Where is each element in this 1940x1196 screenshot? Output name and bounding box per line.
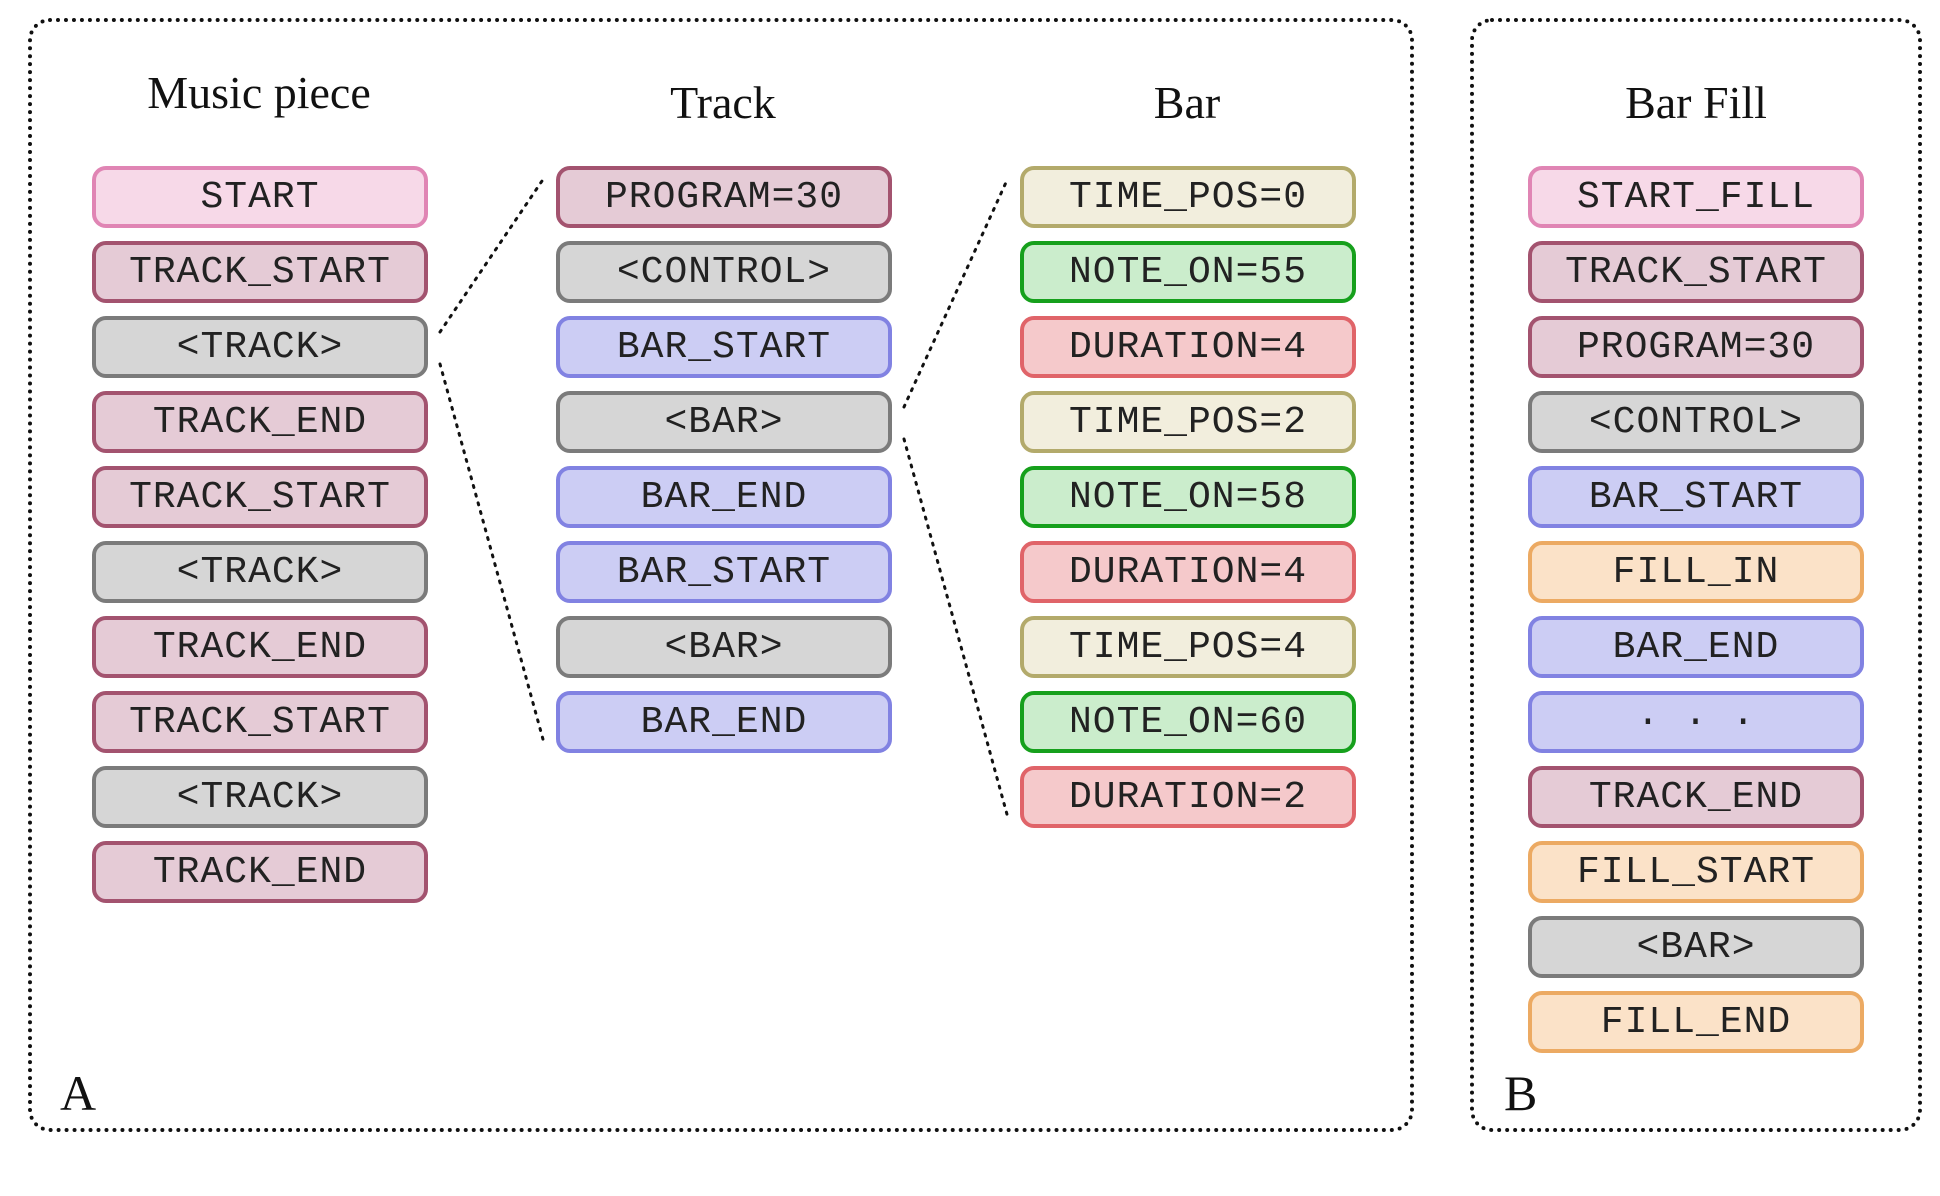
music-piece-token: TRACK_START	[92, 691, 428, 753]
bar-token: DURATION=2	[1020, 766, 1356, 828]
bar-fill-token: START_FILL	[1528, 166, 1864, 228]
bar-token: TIME_POS=2	[1020, 391, 1356, 453]
bar-fill-token: · · ·	[1528, 691, 1864, 753]
track-token: PROGRAM=30	[556, 166, 892, 228]
track-title: Track	[670, 77, 776, 128]
music-piece-title: Music piece	[147, 67, 371, 118]
bar-fill-token: PROGRAM=30	[1528, 316, 1864, 378]
music-piece-token: <TRACK>	[92, 766, 428, 828]
bar-fill-token: TRACK_START	[1528, 241, 1864, 303]
bar-fill-token: <BAR>	[1528, 916, 1864, 978]
bar-token: NOTE_ON=58	[1020, 466, 1356, 528]
bar-token: DURATION=4	[1020, 541, 1356, 603]
panel-b-letter: B	[1504, 1065, 1538, 1121]
connector-line-1-bottom	[902, 437, 1010, 820]
panel-a-letter: A	[60, 1065, 97, 1121]
panel-b	[1470, 18, 1922, 1132]
music-piece-token: TRACK_END	[92, 616, 428, 678]
bar-title: Bar	[1153, 77, 1221, 128]
connector-line-1-top	[902, 176, 1010, 409]
bar-fill-token: BAR_START	[1528, 466, 1864, 528]
music-piece-token: TRACK_END	[92, 841, 428, 903]
bar-fill-title: Bar Fill	[1625, 77, 1767, 128]
bar-token: DURATION=4	[1020, 316, 1356, 378]
track-token: <CONTROL>	[556, 241, 892, 303]
music-piece-token: <TRACK>	[92, 316, 428, 378]
music-piece-token: TRACK_START	[92, 241, 428, 303]
music-piece-token: <TRACK>	[92, 541, 428, 603]
music-piece-token: START	[92, 166, 428, 228]
track-token: <BAR>	[556, 391, 892, 453]
bar-fill-token: FILL_END	[1528, 991, 1864, 1053]
track-token: BAR_START	[556, 316, 892, 378]
track-token: BAR_END	[556, 691, 892, 753]
bar-token: TIME_POS=4	[1020, 616, 1356, 678]
panel-a	[28, 18, 1414, 1132]
connector-line-0-top	[438, 176, 546, 334]
music-piece-token: TRACK_START	[92, 466, 428, 528]
music-piece-token: TRACK_END	[92, 391, 428, 453]
bar-token: TIME_POS=0	[1020, 166, 1356, 228]
bar-token: NOTE_ON=55	[1020, 241, 1356, 303]
bar-fill-token: BAR_END	[1528, 616, 1864, 678]
bar-fill-token: FILL_IN	[1528, 541, 1864, 603]
track-token: <BAR>	[556, 616, 892, 678]
track-token: BAR_END	[556, 466, 892, 528]
bar-fill-token: <CONTROL>	[1528, 391, 1864, 453]
bar-fill-token: FILL_START	[1528, 841, 1864, 903]
connector-line-0-bottom	[438, 362, 546, 745]
bar-fill-token: TRACK_END	[1528, 766, 1864, 828]
bar-token: NOTE_ON=60	[1020, 691, 1356, 753]
track-token: BAR_START	[556, 541, 892, 603]
